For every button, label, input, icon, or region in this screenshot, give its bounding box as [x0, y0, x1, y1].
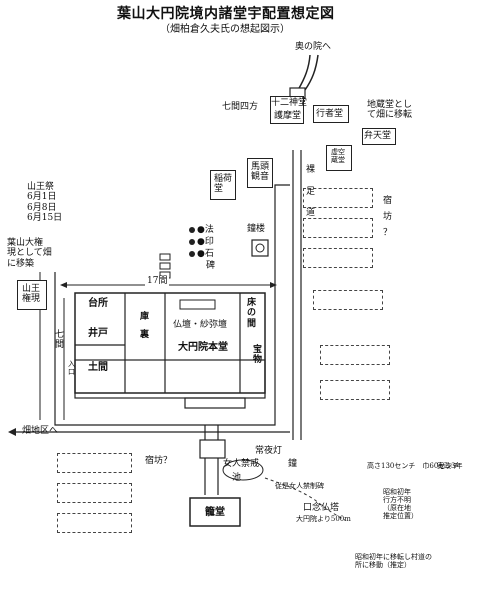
label-doma: 土間 [88, 362, 108, 373]
shukubo-left-box-3 [57, 513, 132, 533]
label-hadashi-michi: 裸 足 道 [306, 165, 316, 219]
label-jizo: 地蔵堂とし て畑に移転 [367, 100, 413, 121]
label-yukue: 昭和初年 行方不明 （原在地 推定位置） [383, 488, 418, 521]
gomado-building [270, 96, 304, 124]
label-nyonin: 女人禁戒 [223, 459, 260, 469]
label-butsudan: 仏壇・紗弥壇 [173, 320, 228, 330]
bato-building [247, 158, 273, 188]
label-daidokoro: 台所 [88, 298, 108, 309]
label-height: 高さ130センチ 巾60センチ [367, 462, 460, 470]
label-kansei: 寛政3年 [437, 462, 463, 470]
label-sanno-sai: 山王祭 6月1日 6月8日 6月15日 [27, 182, 63, 224]
label-shoro: 鐘楼 [247, 224, 266, 234]
label-gyojado: 行者堂 [316, 109, 344, 119]
label-nenbutsu: 口念仏塔 [303, 503, 340, 513]
sanno-gongen-building [17, 280, 47, 310]
label-iriguchi: 入 口 [68, 360, 75, 377]
shukubo-left-box-2 [57, 483, 132, 503]
shukubo-box-4 [313, 290, 383, 310]
shukubo-left-box-1 [57, 453, 132, 473]
inari-building [210, 170, 236, 200]
label-ike: 池 [232, 473, 242, 483]
shukubo-box-2 [303, 218, 373, 238]
label-toko: 床 の 間 [247, 298, 257, 329]
label-juni-shinto: 十二神堂 [271, 98, 308, 108]
gyojado-building [313, 105, 349, 123]
label-houmotsu: 宝 物 [253, 345, 263, 366]
shukubo-box-1 [303, 188, 373, 208]
shukubo-box-5 [320, 345, 390, 365]
label-ido: 井戸 [88, 328, 108, 339]
label-shukubo-left: 宿坊？ [145, 456, 173, 466]
label-in: ●印 [197, 237, 214, 247]
label-shukubo-right: 宿 坊 ？ [383, 196, 393, 239]
label-sanno-gongen: 山王 権現 [22, 284, 41, 305]
label-hi: 碑 [206, 261, 216, 271]
label-kuri: 庫 裏 [140, 312, 150, 340]
label-okunoin: 奥の院へ [295, 42, 332, 52]
label-gomado: 護摩堂 [274, 111, 302, 121]
label-ookisa: 大円院より500m [296, 515, 351, 523]
label-kinsei: 従是女人禁制碑 [275, 482, 324, 490]
label-7-ken: 七 間 [55, 330, 65, 351]
label-hondo: 大円院本堂 [178, 342, 228, 353]
label-ryudo: 籠堂 [205, 507, 225, 518]
label-bentendo: 弁天堂 [364, 131, 392, 141]
shukubo-box-3 [303, 248, 373, 268]
bentendo-building [362, 128, 396, 145]
label-inari: 稲荷 堂 [214, 174, 233, 195]
label-hatake: 畑地区へ [22, 426, 59, 436]
diagram-subtitle: （畑柏倉久夫氏の想起図示） [160, 24, 290, 35]
kokuzo-building [326, 145, 352, 171]
label-hayama-gongen: 葉山大権 現として畑 に移築 [7, 238, 52, 269]
label-kokuzo: 虚空 蔵堂 [331, 148, 345, 165]
label-seki: ●石 [197, 249, 214, 259]
label-joyato: 常夜灯 [255, 446, 283, 456]
label-hou: ●法 [197, 225, 214, 235]
shukubo-box-6 [320, 380, 390, 400]
label-17-ken: 17間 [145, 276, 170, 287]
label-bottom-note: 昭和初年に移転し村道の 所に移動（推定） [355, 553, 432, 570]
label-shichiken: 七間四方 [222, 102, 259, 112]
diagram-title: 葉山大円院境内諸堂宇配置想定図 [117, 6, 335, 22]
label-kane: 鐘 [288, 459, 298, 469]
label-bato: 馬頭 観音 [251, 162, 270, 183]
